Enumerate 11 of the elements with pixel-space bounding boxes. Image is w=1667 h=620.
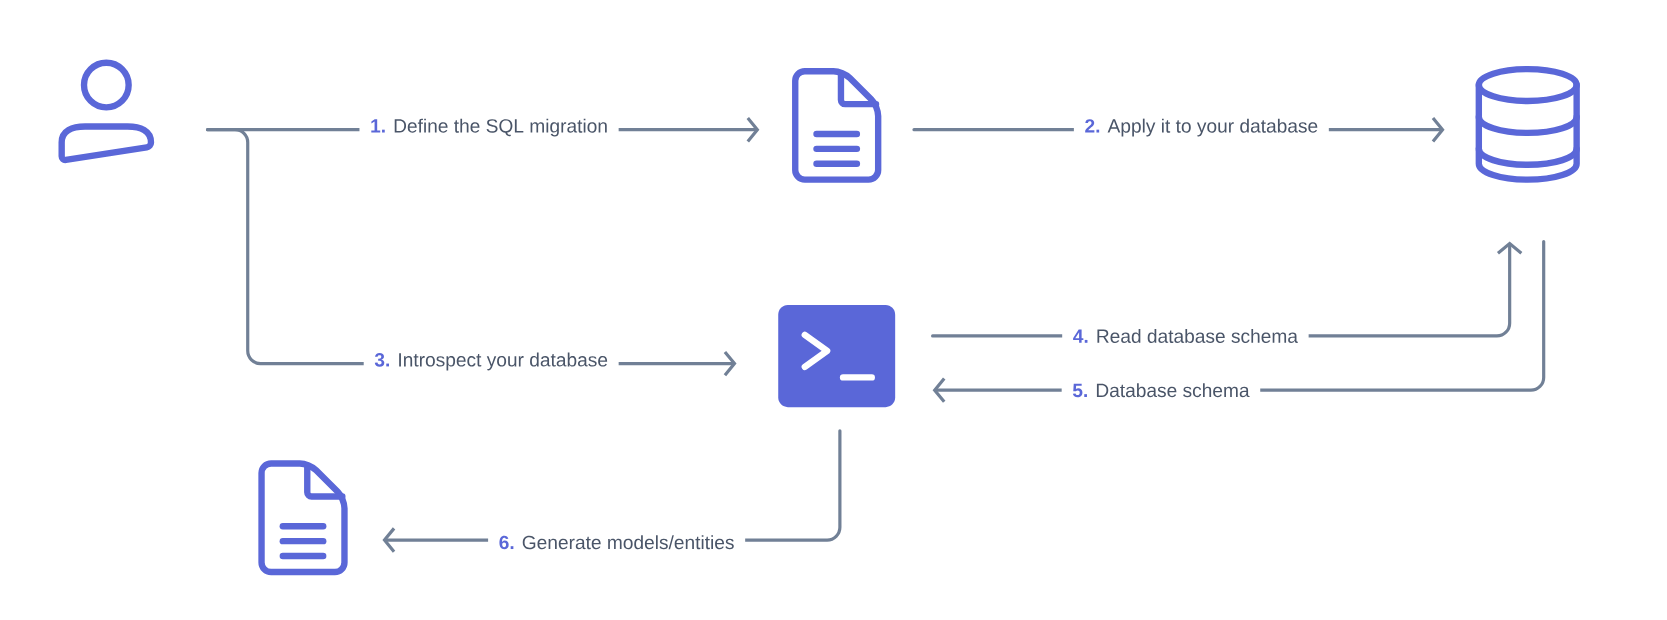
terminal-icon [778, 305, 896, 408]
document-icon [258, 460, 348, 576]
database-icon [1475, 66, 1580, 183]
person-icon [58, 59, 155, 164]
edge-label: 1. Define the SQL migration [359, 114, 619, 141]
edge-label: 4. Read database schema [1062, 324, 1309, 348]
edge-label: 6. Generate models/entities [488, 531, 746, 554]
edge-label: 5. Database schema [1061, 379, 1261, 402]
edge-label: 3. Introspect your database [363, 348, 619, 375]
document-icon [792, 68, 882, 183]
edge-label: 2. Apply it to your database [1073, 114, 1329, 141]
